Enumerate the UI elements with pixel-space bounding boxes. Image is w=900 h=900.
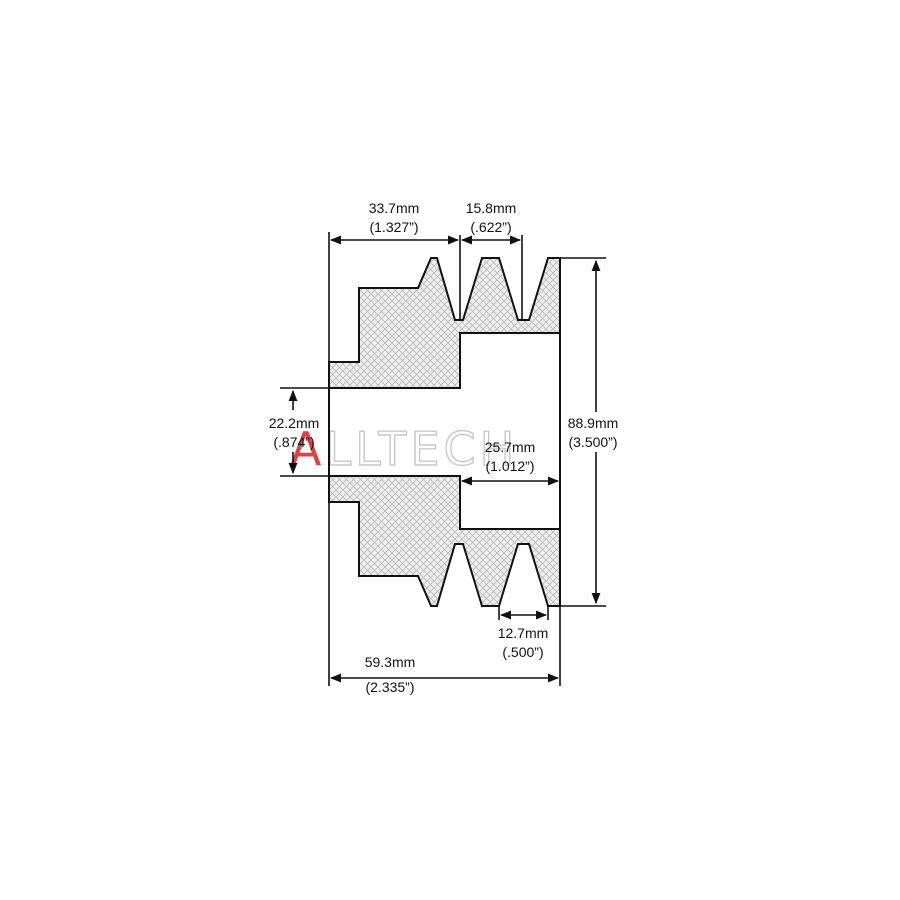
dim-hub-in: (1.012”) [485, 458, 534, 474]
dim-top-right-in: (.622”) [470, 219, 511, 235]
dim-outer-dia-mm: 88.9mm [568, 415, 619, 431]
dim-top-left-in: (1.327”) [369, 219, 418, 235]
pulley-lower-section [328, 475, 561, 607]
watermark: ALLTECH [290, 422, 518, 476]
dim-groove-mm: 12.7mm [498, 625, 549, 641]
dim-groove-in: (.500”) [502, 644, 543, 660]
dim-top-left-mm: 33.7mm [369, 200, 420, 216]
dim-overall-mm: 59.3mm [365, 654, 416, 670]
dim-top-right-mm: 15.8mm [466, 200, 517, 216]
pulley-upper-section [328, 257, 561, 389]
dim-bore-mm: 22.2mm [269, 415, 320, 431]
dim-outer-dia-in: (3.500”) [568, 434, 617, 450]
dim-hub-mm: 25.7mm [485, 439, 536, 455]
watermark-rest: LLTECH [325, 422, 518, 476]
dim-overall-in: (2.335”) [365, 679, 414, 695]
dim-bore-in: (.874”) [273, 434, 314, 450]
